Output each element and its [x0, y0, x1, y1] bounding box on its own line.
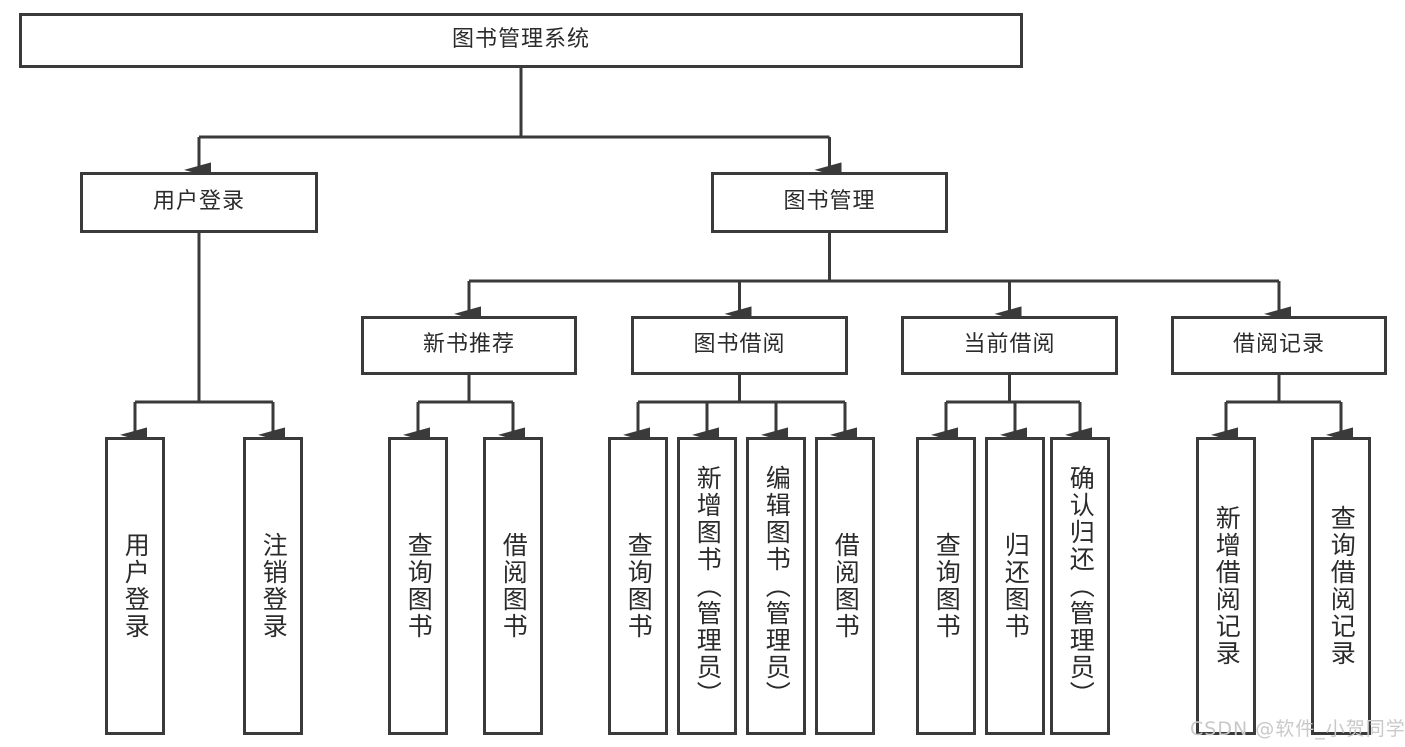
node-login[interactable]: 用户登录	[80, 172, 318, 233]
node-bookmgmt[interactable]: 图书管理	[711, 172, 948, 233]
node-label: 确认归还（管理员）	[1066, 464, 1096, 708]
node-root[interactable]: 图书管理系统	[19, 13, 1023, 68]
edge-group	[120, 68, 1353, 443]
node-newbook[interactable]: 新书推荐	[361, 316, 577, 375]
node-l7[interactable]: 编辑图书（管理员）	[746, 437, 806, 735]
node-label: 查询图书	[624, 532, 654, 640]
node-label: 查询图书	[932, 532, 962, 640]
node-label: 当前借阅	[963, 332, 1056, 358]
node-current[interactable]: 当前借阅	[901, 316, 1118, 375]
node-l6[interactable]: 新增图书（管理员）	[677, 437, 737, 735]
node-label: 图书管理系统	[451, 27, 590, 53]
node-label: 用户登录	[121, 532, 151, 640]
node-l1[interactable]: 用户登录	[105, 437, 165, 735]
node-label: 查询图书	[404, 532, 434, 640]
node-label: 新书推荐	[422, 332, 515, 358]
node-label: 查询借阅记录	[1327, 505, 1357, 667]
node-label: 注销登录	[259, 532, 289, 640]
node-label: 借阅图书	[831, 532, 861, 640]
node-l9[interactable]: 查询图书	[916, 437, 976, 735]
node-l8[interactable]: 借阅图书	[815, 437, 875, 735]
node-label: 编辑图书（管理员）	[762, 464, 792, 708]
node-l5[interactable]: 查询图书	[608, 437, 668, 735]
node-label: 新增图书（管理员）	[693, 464, 723, 708]
node-label: 新增借阅记录	[1212, 505, 1242, 667]
node-l10[interactable]: 归还图书	[985, 437, 1045, 735]
node-l13[interactable]: 查询借阅记录	[1311, 437, 1371, 735]
node-label: 借阅记录	[1232, 332, 1325, 358]
node-l12[interactable]: 新增借阅记录	[1196, 437, 1256, 735]
watermark-text: CSDN @软件_小贺同学	[1190, 718, 1405, 740]
node-l3[interactable]: 查询图书	[388, 437, 448, 735]
node-label: 归还图书	[1001, 532, 1031, 640]
node-record[interactable]: 借阅记录	[1171, 316, 1387, 375]
node-l4[interactable]: 借阅图书	[483, 437, 543, 735]
node-label: 借阅图书	[499, 532, 529, 640]
node-label: 用户登录	[152, 189, 245, 215]
node-borrow[interactable]: 图书借阅	[631, 316, 848, 375]
node-label: 图书借阅	[693, 332, 786, 358]
node-label: 图书管理	[783, 189, 876, 215]
node-l2[interactable]: 注销登录	[243, 437, 303, 735]
node-l11[interactable]: 确认归还（管理员）	[1050, 437, 1110, 735]
